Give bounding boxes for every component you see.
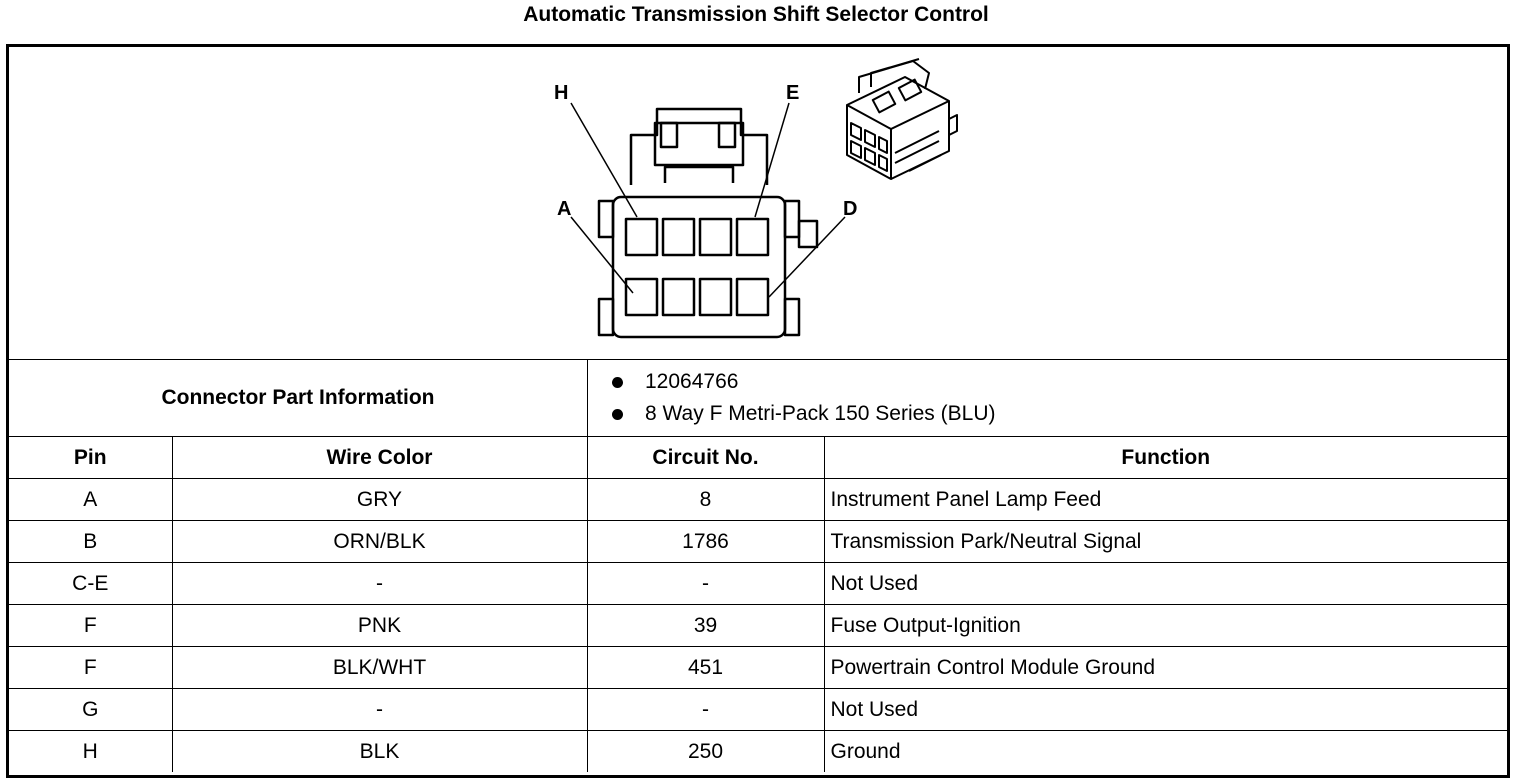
leader-a bbox=[570, 216, 634, 294]
function-cell: Ground bbox=[823, 730, 1507, 772]
pin-table: Pin Wire Color Circuit No. Function A GR… bbox=[9, 436, 1507, 772]
cavity-f bbox=[698, 217, 733, 257]
cavity-d bbox=[735, 277, 770, 317]
part-number: 12064766 bbox=[645, 370, 739, 393]
connector-diagram: H E A D bbox=[9, 47, 1507, 360]
wire-color-cell: - bbox=[171, 688, 588, 731]
circuit-cell: - bbox=[586, 562, 825, 605]
function-cell: Not Used bbox=[823, 562, 1507, 605]
table-row: C-E - - Not Used bbox=[9, 562, 1507, 605]
connector-type-item: 8 Way F Metri-Pack 150 Series (BLU) bbox=[612, 402, 995, 426]
connector-part-info-values: 12064766 8 Way F Metri-Pack 150 Series (… bbox=[588, 360, 1507, 436]
bullet-icon bbox=[612, 408, 623, 420]
connector-face-drawing: H E A D bbox=[554, 58, 958, 339]
connector-part-info-label: Connector Part Information bbox=[9, 360, 588, 436]
pin-label-e: E bbox=[786, 82, 799, 104]
pin-cell: F bbox=[9, 646, 173, 689]
pin-cell: C-E bbox=[9, 562, 173, 605]
table-row: G - - Not Used bbox=[9, 688, 1507, 731]
wire-color-cell: BLK/WHT bbox=[171, 646, 588, 689]
table-row: H BLK 250 Ground bbox=[9, 730, 1507, 772]
circuit-cell: 250 bbox=[586, 730, 825, 772]
table-header-row: Pin Wire Color Circuit No. Function bbox=[9, 436, 1507, 479]
pin-label-h: H bbox=[554, 82, 568, 104]
connector-isometric-icon bbox=[846, 58, 958, 180]
leader-e bbox=[754, 102, 790, 218]
cavity-g bbox=[661, 217, 696, 257]
circuit-cell: 451 bbox=[586, 646, 825, 689]
table-row: F PNK 39 Fuse Output-Ignition bbox=[9, 604, 1507, 647]
function-cell: Transmission Park/Neutral Signal bbox=[823, 520, 1507, 563]
page-title: Automatic Transmission Shift Selector Co… bbox=[523, 3, 989, 26]
wire-color-cell: GRY bbox=[171, 478, 588, 521]
header-pin: Pin bbox=[9, 436, 173, 479]
pin-cell: B bbox=[9, 520, 173, 563]
part-number-item: 12064766 bbox=[612, 370, 738, 394]
pin-label-a: A bbox=[557, 198, 571, 220]
wire-color-cell: ORN/BLK bbox=[171, 520, 588, 563]
circuit-cell: - bbox=[586, 688, 825, 731]
connector-latch bbox=[629, 107, 769, 185]
circuit-cell: 8 bbox=[586, 478, 825, 521]
wire-color-cell: PNK bbox=[171, 604, 588, 647]
pin-cell: H bbox=[9, 730, 173, 772]
pin-cell: F bbox=[9, 604, 173, 647]
cavity-b bbox=[661, 277, 696, 317]
bullet-icon bbox=[612, 376, 623, 388]
wire-color-cell: - bbox=[171, 562, 588, 605]
leader-d bbox=[768, 216, 846, 298]
table-row: B ORN/BLK 1786 Transmission Park/Neutral… bbox=[9, 520, 1507, 563]
header-wire-color: Wire Color bbox=[171, 436, 588, 479]
pin-cell: A bbox=[9, 478, 173, 521]
cavity-e bbox=[735, 217, 770, 257]
circuit-cell: 1786 bbox=[586, 520, 825, 563]
function-cell: Powertrain Control Module Ground bbox=[823, 646, 1507, 689]
latch-window bbox=[653, 121, 745, 167]
connector-type: 8 Way F Metri-Pack 150 Series (BLU) bbox=[645, 402, 996, 425]
circuit-cell: 39 bbox=[586, 604, 825, 647]
table-row: A GRY 8 Instrument Panel Lamp Feed bbox=[9, 478, 1507, 521]
wire-color-cell: BLK bbox=[171, 730, 588, 772]
cavity-a bbox=[624, 277, 659, 317]
table-row: F BLK/WHT 451 Powertrain Control Module … bbox=[9, 646, 1507, 689]
connector-body bbox=[611, 195, 787, 339]
cavity-c bbox=[698, 277, 733, 317]
function-cell: Fuse Output-Ignition bbox=[823, 604, 1507, 647]
function-cell: Instrument Panel Lamp Feed bbox=[823, 478, 1507, 521]
pin-cell: G bbox=[9, 688, 173, 731]
header-circuit-no: Circuit No. bbox=[586, 436, 825, 479]
leader-h bbox=[570, 102, 638, 218]
pin-label-d: D bbox=[843, 198, 857, 220]
cavity-h bbox=[624, 217, 659, 257]
header-function: Function bbox=[823, 436, 1507, 479]
function-cell: Not Used bbox=[823, 688, 1507, 731]
connector-sheet: H E A D bbox=[6, 44, 1510, 778]
